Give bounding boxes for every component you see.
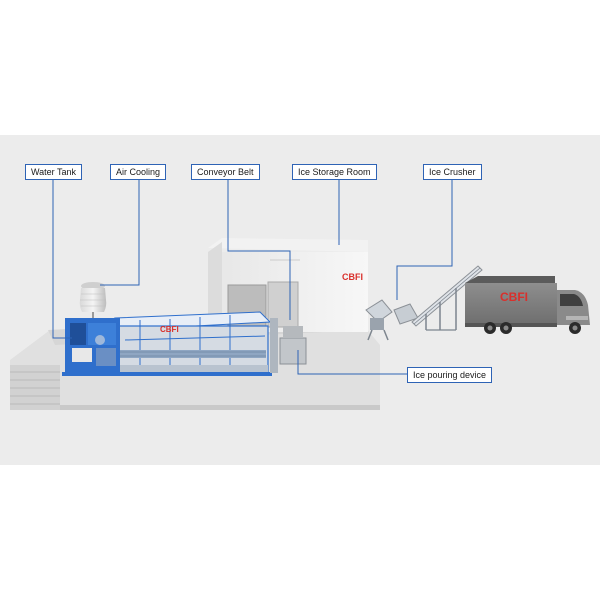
water-tank-label: Water Tank xyxy=(25,164,83,180)
leader-conveyor-belt xyxy=(227,179,291,320)
ice-crusher-label: Ice Crusher xyxy=(423,164,482,180)
ice-pouring-device-label: Ice pouring device xyxy=(407,367,493,383)
leader-air-cooling xyxy=(100,179,140,286)
air-cooling-tower xyxy=(79,282,107,318)
leader-ice-pouring-device xyxy=(297,350,407,375)
leader-water-tank xyxy=(52,179,72,339)
storage-room-logo: CBFI xyxy=(342,272,363,282)
leader-lines xyxy=(52,179,453,375)
machine-logo: CBFI xyxy=(160,325,179,334)
delivery-truck xyxy=(465,276,590,334)
conveyor-belt-label: Conveyor Belt xyxy=(191,164,260,180)
truck-logo: CBFI xyxy=(500,290,528,304)
ice-storage-room-label: Ice Storage Room xyxy=(292,164,377,180)
ice-crusher-assembly xyxy=(365,265,483,341)
air-cooling-label: Air Cooling xyxy=(110,164,167,180)
leader-ice-crusher xyxy=(396,179,453,300)
block-ice-machine xyxy=(62,311,307,376)
